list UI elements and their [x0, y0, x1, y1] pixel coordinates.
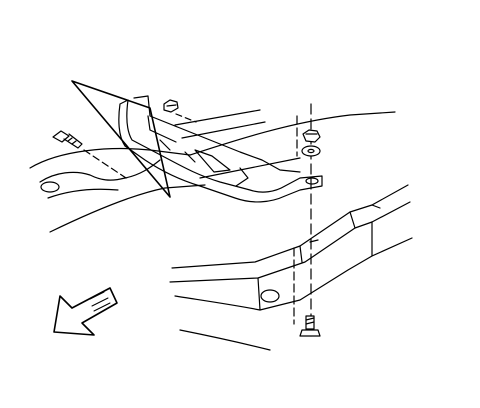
- frame-crossmember: [29, 109, 396, 233]
- frame-rail: [169, 184, 413, 351]
- front-direction-arrow: [53, 287, 118, 336]
- detail-callout-triangle: [71, 80, 171, 198]
- upper-nut: [302, 129, 321, 143]
- washer: [301, 145, 321, 157]
- side-bolt: [52, 130, 127, 179]
- mounting-bracket: [118, 95, 323, 203]
- fastener-centerline: [293, 103, 312, 337]
- top-nut: [163, 99, 197, 123]
- lower-bolt: [299, 315, 321, 337]
